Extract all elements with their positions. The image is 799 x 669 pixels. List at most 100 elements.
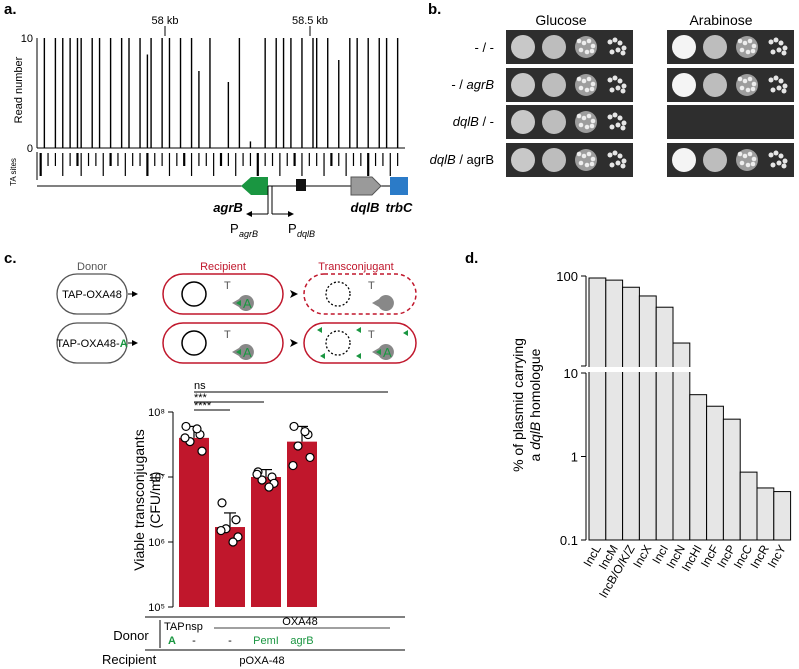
d-y-tick-label: 1 [571,450,578,465]
colony-spot [511,73,535,97]
colony-dot [607,39,613,45]
c-data-point [257,475,267,485]
d-bar [605,279,624,541]
c-data-point [217,498,227,508]
sig-four-star: **** [194,400,212,412]
colony-dot [612,37,618,43]
colony-dot [617,153,623,159]
colony-dot [773,150,779,156]
colony-dot [586,38,592,44]
colony-dot [751,156,757,162]
colony-dot [770,162,776,168]
recipient-cell-1 [162,273,284,315]
colony-spot [542,73,566,97]
ta-site-ticks [39,153,399,176]
panel-a-label: a. [4,1,17,18]
donor-cell-2 [56,322,128,364]
panel-b-label: b. [428,1,441,18]
colony-spot [542,148,566,172]
dqlB-gene-icon [350,176,382,196]
table-recipient-label: Recipient [102,652,157,667]
d-ylabel-1: % of plasmid carrying [510,338,526,472]
colony-dot [581,153,587,159]
colony-dot [620,125,626,131]
glucose-header: Glucose [535,12,587,28]
recipient-header: Recipient [200,261,246,273]
colony-dot [778,153,784,159]
colony-dot [607,152,613,158]
table-a-label: A [168,635,176,647]
colony-dot [589,161,595,167]
spot-assay-plates [506,30,794,177]
colony-dot [739,85,745,91]
colony-spot [672,35,696,59]
colony-dot [617,40,623,46]
colony-dot [612,112,618,118]
colony-dot [584,124,590,130]
colony-dot [621,120,627,126]
sig-three-star: *** [194,392,208,404]
row-1-label: - / - [475,40,495,55]
colony-dot [768,39,774,45]
panel-a-read-plot: 58 kb 58.5 kb 10 0 Read number [13,15,405,155]
d-bar [722,418,741,541]
promoter-dqlB-p: P [288,221,297,236]
c-bar [179,437,209,607]
table-dash-1: - [192,635,196,647]
t-label: T [224,280,231,292]
colony-spot [703,148,727,172]
donor-1-label: TAP-OXA48 [62,289,122,301]
antitoxin-icon [356,327,361,333]
panel-d-label: d. [465,250,478,267]
table-tap-label: TAP [164,621,185,633]
colony-dot [776,47,782,53]
recipient-cell-2 [162,322,284,364]
colony-spot [511,148,535,172]
colony-dot [750,161,756,167]
colony-dot [781,50,787,56]
colony-dot [589,86,595,92]
colony-dot [617,115,623,121]
axis-break [580,367,790,372]
colony-dot [747,38,753,44]
gene-map: agrB dqlB trbC P agrB P dqlB [37,176,413,239]
colony-dot [782,45,788,51]
pacman-toxin-icon [372,295,394,311]
colony-dot [620,50,626,56]
colony-dot [739,47,745,53]
table-donor-label: Donor [113,628,149,643]
colony-dot [586,113,592,119]
donor-cell-1 [56,273,128,315]
table-poxa48: pOXA-48 [239,655,284,667]
colony-dot [586,76,592,82]
transconjugant-header: Transconjugant [318,261,393,273]
colony-dot [778,40,784,46]
colony-spot [703,35,727,59]
gene-agrB-label: agrB [213,200,243,215]
colony-dot [742,40,748,46]
panel-c-label: c. [4,250,17,267]
colony-dot [781,88,787,94]
colony-dot [590,43,596,49]
d-x-labels: IncLIncMIncB/O/K/ZIncXIncIIncNIncHIIncFI… [581,542,789,600]
d-bar [739,471,758,541]
colony-dot [589,123,595,129]
colony-dot [617,78,623,84]
d-bar [773,491,792,541]
colony-dot [742,78,748,84]
colony-dot [737,38,743,44]
gene-trbC-label: trbC [386,200,413,215]
conjugation-schematic: Donor Recipient Transconjugant TAP-OXA48… [56,261,417,364]
significance-brackets: ns *** **** [194,380,388,412]
table-oxa48: OXA48 [282,616,317,628]
arrow-icon [132,340,138,346]
colony-dot [615,85,621,91]
colony-dot [615,47,621,53]
scattered-antitoxin-icons [317,327,408,359]
colony-spot [703,73,727,97]
colony-dot [751,43,757,49]
c-data-point [180,433,190,443]
agrB-gene-icon [241,177,268,195]
